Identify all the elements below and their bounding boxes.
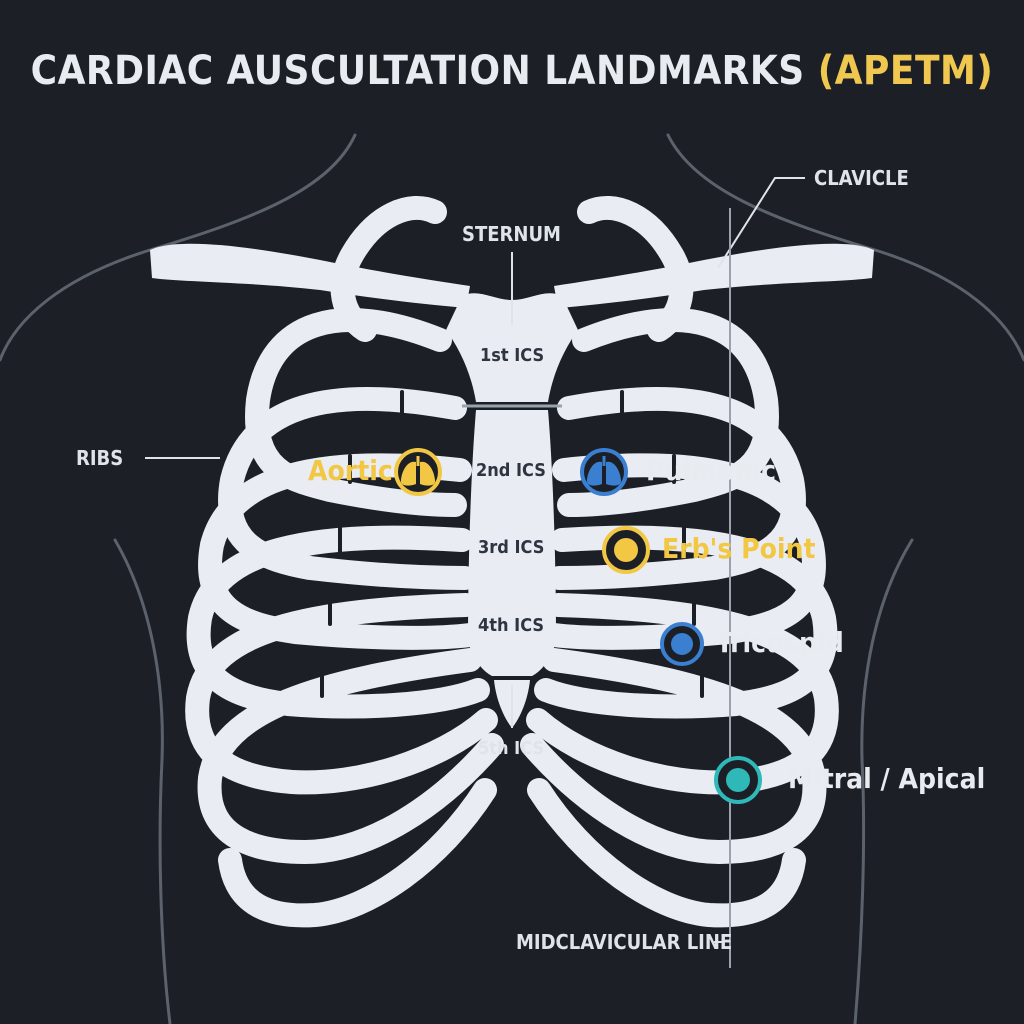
mitral-marker-icon[interactable] — [714, 756, 762, 804]
ics-label-3: 3rd ICS — [478, 537, 545, 558]
erbs-point-label: Erb's Point — [662, 532, 816, 565]
clavicles — [150, 243, 874, 308]
lungs-icon — [400, 456, 436, 486]
clavicle-label: CLAVICLE — [814, 166, 909, 190]
aortic-marker-icon[interactable] — [394, 448, 442, 496]
tricuspid-label: Tricuspid — [716, 626, 844, 659]
erbs-point-marker-icon[interactable] — [602, 526, 650, 574]
ics-label-1: 1st ICS — [480, 345, 545, 366]
mitral-apical-label: Mitral / Apical — [788, 762, 986, 795]
title-mnemonic: (APETM) — [817, 48, 994, 94]
ribs-label: RIBS — [76, 446, 124, 470]
pulmonic-marker-icon[interactable] — [580, 448, 628, 496]
tricuspid-marker-icon[interactable] — [660, 622, 704, 666]
dot-icon — [726, 768, 750, 792]
sternum-bone — [446, 293, 578, 728]
ribs-group — [185, 196, 839, 928]
leader-lines — [145, 177, 805, 728]
ics-label-4: 4th ICS — [478, 615, 545, 636]
aortic-label: Aortic — [308, 454, 393, 487]
dot-icon — [671, 633, 693, 655]
midclavicular-line-label: MIDCLAVICULAR LINE — [516, 930, 733, 954]
page-title: CARDIAC AUSCULTATION LANDMARKS (APETM) — [0, 48, 1024, 94]
ics-label-5: 5th ICS — [478, 738, 545, 759]
dot-icon — [614, 538, 638, 562]
pulmonic-label: Pulmonic — [646, 454, 777, 487]
lungs-icon — [586, 456, 622, 486]
sternum-label: STERNUM — [462, 222, 561, 246]
cartilage-joints — [320, 390, 704, 698]
ics-label-2: 2nd ICS — [476, 460, 546, 481]
title-main: CARDIAC AUSCULTATION LANDMARKS — [30, 48, 805, 94]
